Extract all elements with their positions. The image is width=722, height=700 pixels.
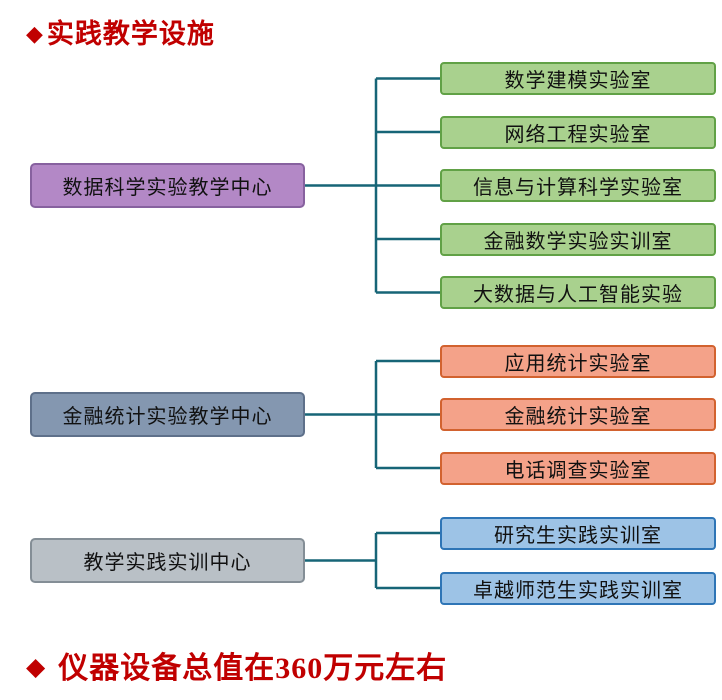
diamond-bullet-icon: ◆: [26, 654, 47, 681]
page-title-text: 实践教学设施: [46, 19, 215, 49]
lab-node-0-2: 信息与计算科学实验室: [440, 169, 716, 202]
center-node-1-label: 金融统计实验教学中心: [62, 406, 273, 428]
lab-node-2-0: 研究生实践实训室: [440, 516, 716, 550]
lab-node-0-1: 网络工程实验室: [440, 115, 716, 149]
center-node-1: 金融统计实验教学中心: [30, 392, 305, 437]
lab-node-0-3-label: 金融数学实验实训室: [483, 230, 673, 253]
diamond-bullet-icon: ◆: [26, 21, 44, 46]
lab-node-0-0-label: 数学建模实验室: [504, 70, 652, 92]
footer-note: ◆ 仪器设备总值在360万元左右: [26, 643, 447, 687]
lab-node-1-2: 电话调查实验室: [440, 451, 716, 485]
lab-node-0-1-label: 网络工程实验室: [504, 123, 652, 146]
footer-text: 仪器设备总值在360万元左右: [58, 652, 448, 685]
lab-node-0-0: 数学建模实验室: [440, 62, 716, 95]
center-node-0-label: 数据科学实验教学中心: [62, 177, 273, 199]
center-node-0: 数据科学实验教学中心: [30, 163, 305, 208]
lab-node-1-0-label: 应用统计实验室: [504, 352, 652, 375]
page-title: ◆实践教学设施: [26, 12, 215, 51]
lab-node-0-3: 金融数学实验实训室: [440, 222, 716, 256]
center-node-2: 教学实践实训中心: [30, 538, 305, 583]
lab-node-2-1-label: 卓越师范生实践实训室: [473, 579, 683, 602]
lab-node-1-1: 金融统计实验室: [440, 398, 716, 431]
lab-node-0-2-label: 信息与计算科学实验室: [473, 177, 683, 199]
center-node-2-label: 教学实践实训中心: [83, 552, 252, 574]
lab-node-1-2-label: 电话调查实验室: [504, 459, 652, 482]
lab-node-2-0-label: 研究生实践实训室: [494, 524, 662, 547]
lab-node-2-1: 卓越师范生实践实训室: [440, 571, 716, 605]
lab-node-0-4: 大数据与人工智能实验: [440, 276, 716, 309]
lab-node-1-1-label: 金融统计实验室: [504, 406, 652, 428]
lab-node-0-4-label: 大数据与人工智能实验: [473, 284, 683, 306]
lab-node-1-0: 应用统计实验室: [440, 344, 716, 378]
